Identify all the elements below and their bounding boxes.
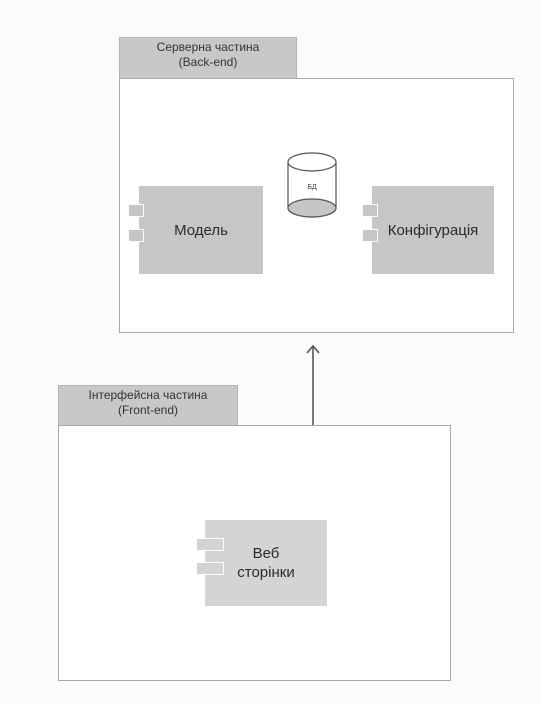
config-port-top [362, 204, 378, 217]
client-package-title: Інтерфейсна частина [88, 388, 208, 402]
model-port-top [128, 204, 144, 217]
model-component: Модель [139, 186, 263, 274]
model-port-bottom [128, 229, 144, 242]
server-package-subtitle: (Back-end) [178, 55, 238, 69]
config-label: Конфігурація [387, 221, 479, 239]
server-package-title: Серверна частина [156, 40, 260, 54]
config-port-bottom [362, 229, 378, 242]
web-pages-label-line1: Веб [252, 545, 280, 562]
connector-arrow [306, 344, 320, 438]
web-port-top [196, 538, 224, 551]
config-component: Конфігурація [372, 186, 494, 274]
web-pages-component: Веб сторінки [205, 520, 327, 606]
model-label: Модель [174, 221, 228, 239]
server-package-tab: Серверна частина (Back-end) [119, 37, 297, 79]
web-port-bottom [196, 562, 224, 575]
client-package-tab: Інтерфейсна частина (Front-end) [58, 385, 238, 426]
database-icon [287, 152, 337, 218]
database-label: БД [307, 184, 317, 191]
client-package-subtitle: (Front-end) [117, 403, 179, 417]
web-pages-label-line2: сторінки [237, 564, 295, 581]
